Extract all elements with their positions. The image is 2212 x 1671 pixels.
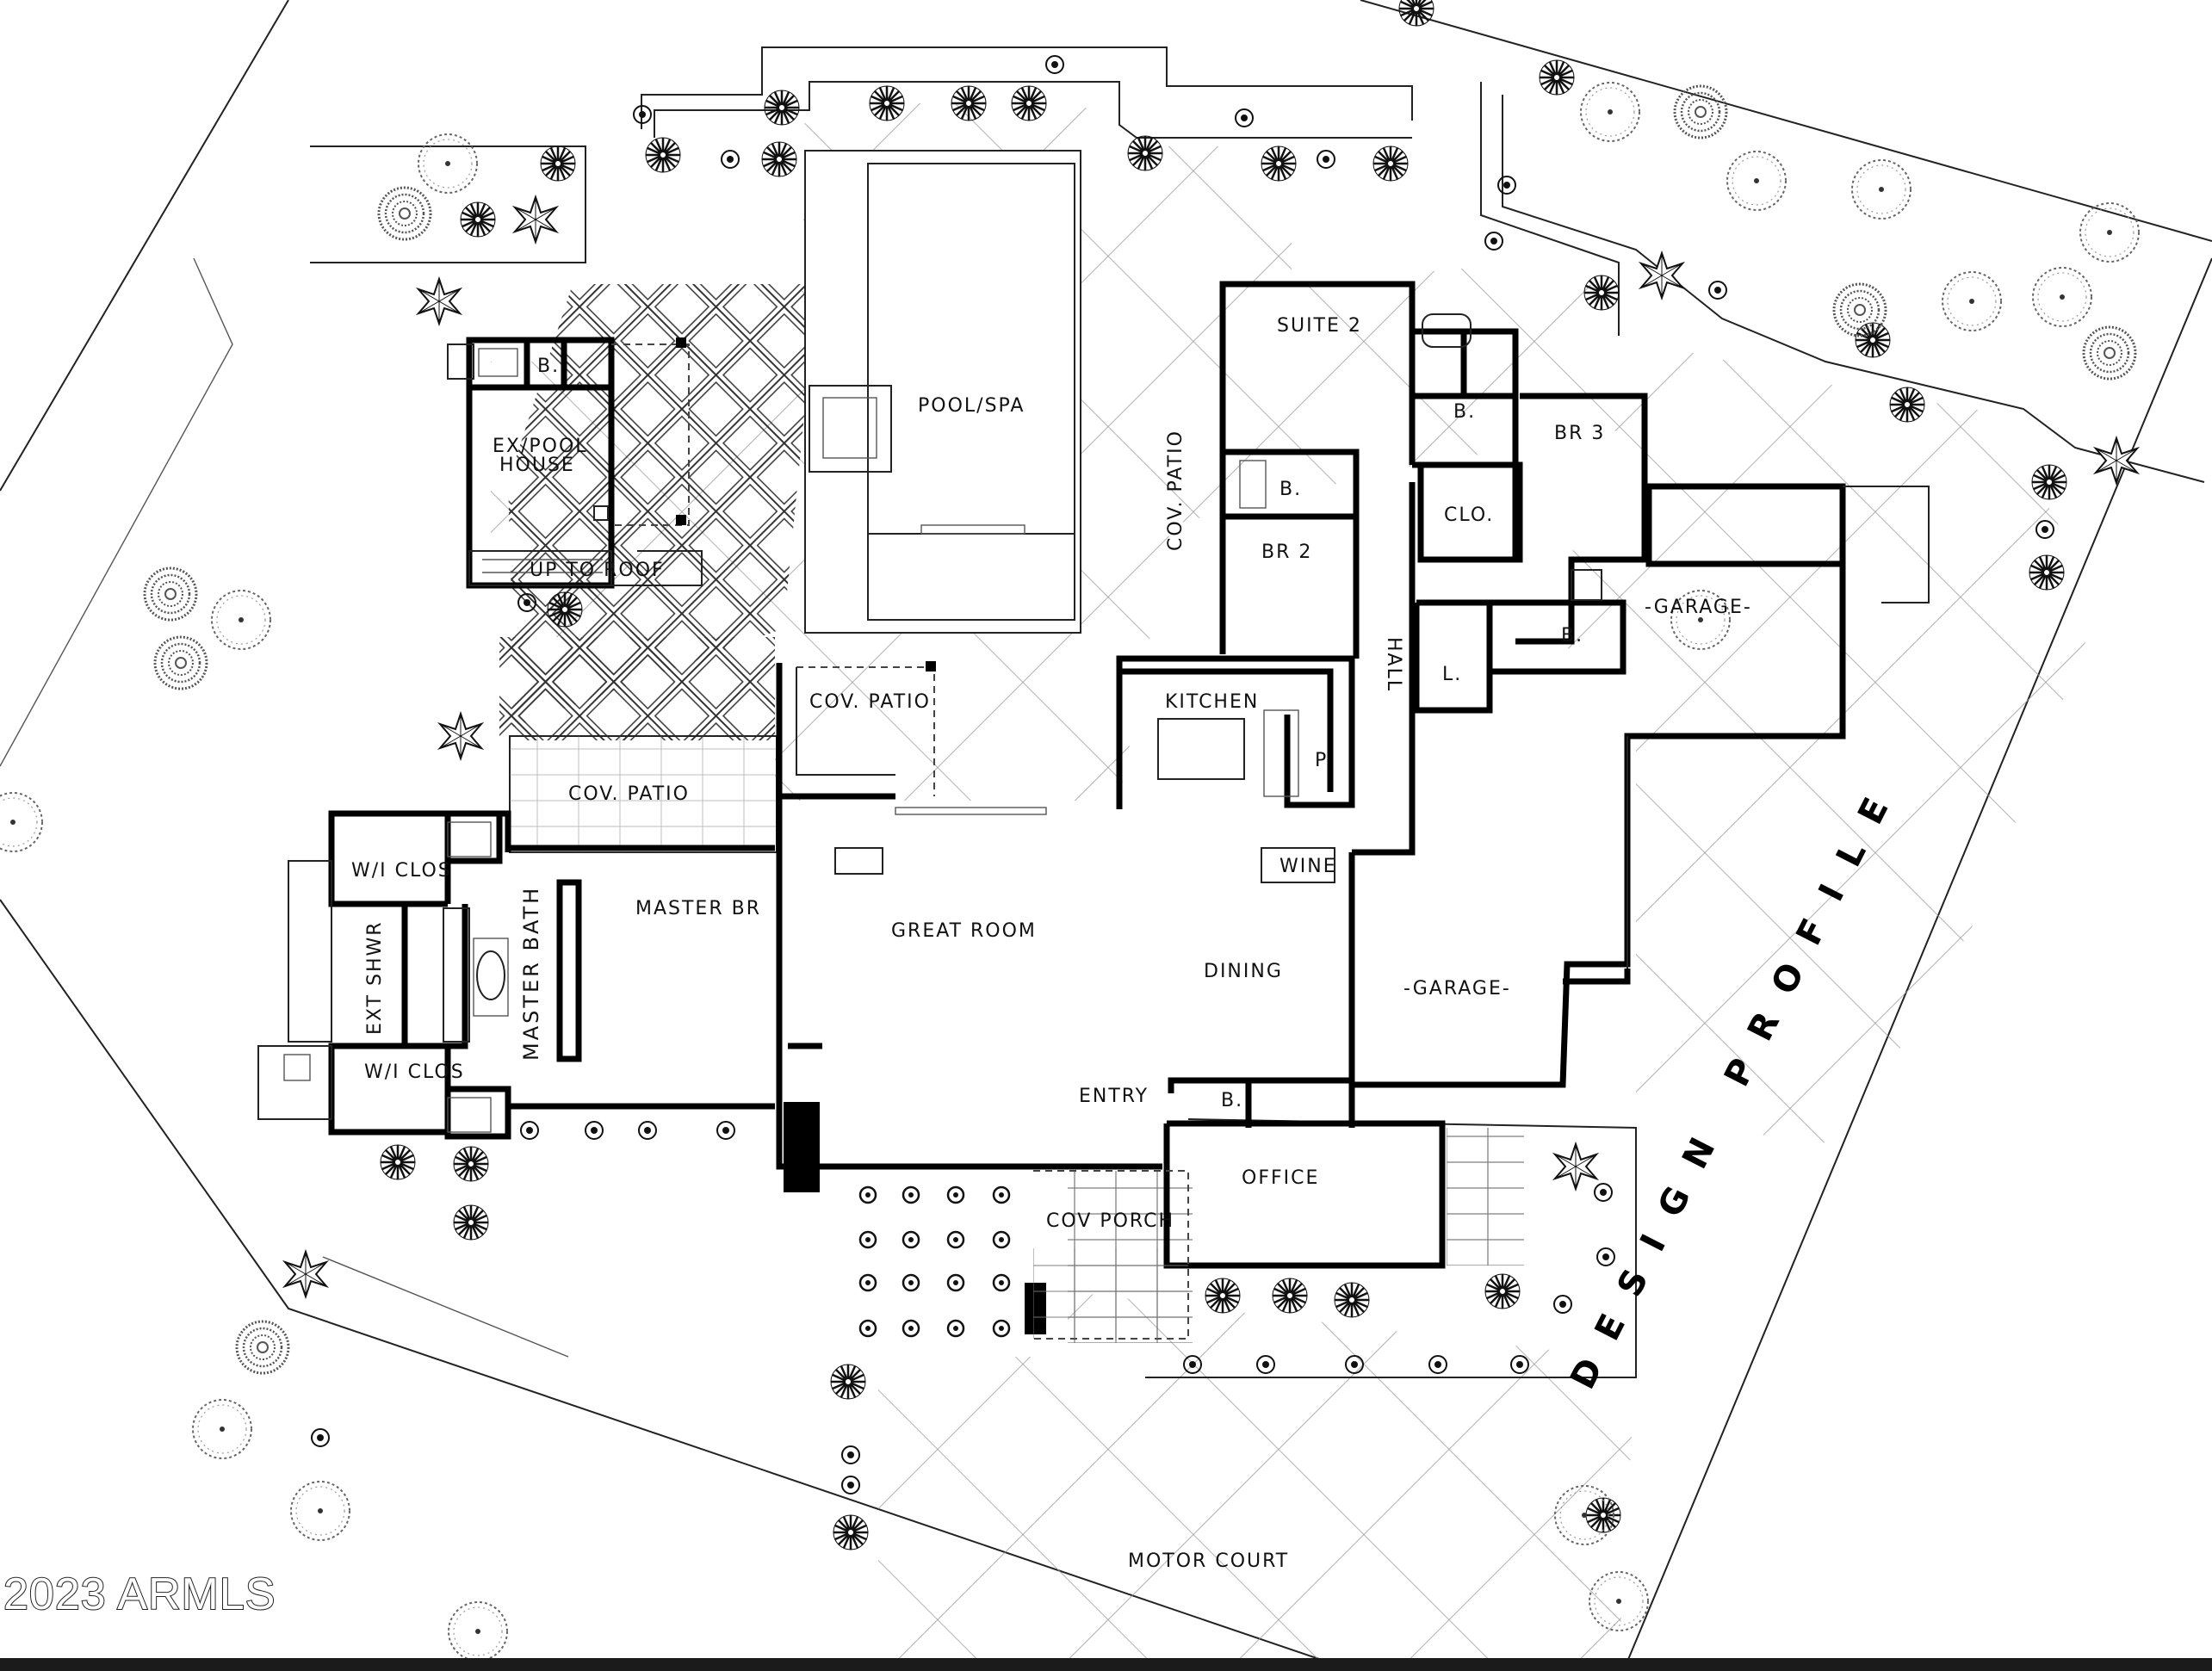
- label-kitchen: KITCHEN: [1165, 691, 1259, 713]
- label-cov-patio-center: COV. PATIO: [809, 691, 931, 713]
- label-cov-porch: COV PORCH: [1046, 1210, 1174, 1232]
- label-up-to-roof: UP TO ROOF: [530, 560, 665, 581]
- main-living-block: [776, 661, 1162, 1192]
- office-block: [1025, 1077, 1446, 1340]
- label-entry: ENTRY: [1079, 1086, 1149, 1107]
- label-clo: CLO.: [1444, 504, 1494, 526]
- label-dining: DINING: [1204, 961, 1283, 982]
- bottom-bar: [0, 1658, 2212, 1671]
- pool-spa: [804, 150, 1081, 634]
- label-great-room: GREAT ROOM: [891, 920, 1037, 942]
- label-master-br: MASTER BR: [635, 898, 761, 919]
- label-garage-south: -GARAGE-: [1403, 978, 1511, 1000]
- label-suite-2: SUITE 2: [1277, 315, 1362, 337]
- label-office: OFFICE: [1242, 1167, 1319, 1189]
- label-hall: HALL: [1383, 637, 1404, 692]
- label-pool-house-2: HOUSE: [499, 455, 575, 476]
- west-covered-patio: [509, 735, 778, 853]
- label-bath-powder: B.: [1221, 1090, 1243, 1111]
- label-bath-br2: B.: [1279, 479, 1302, 500]
- label-pool-house-1: EX/POOL: [493, 436, 588, 457]
- label-laundry: L.: [1442, 664, 1462, 685]
- kitchen-block: [1116, 482, 1416, 1093]
- room-labels: SUITE 2 B. BR 3 B. CLO. BR 2 B. L. HALL …: [351, 315, 1752, 1572]
- label-master-bath: MASTER BATH: [519, 886, 543, 1061]
- label-wi-clos-south: W/I CLOS: [364, 1061, 465, 1083]
- label-wi-clos-north: W/I CLOS: [351, 860, 452, 882]
- label-bath-br3: B.: [1561, 625, 1583, 647]
- label-cov-patio-east: COV. PATIO: [1165, 430, 1187, 551]
- pool-house: [447, 337, 703, 589]
- label-ext-shwr: EXT SHWR: [364, 920, 386, 1035]
- label-cov-patio-west: COV. PATIO: [568, 783, 690, 805]
- label-pantry: P: [1315, 750, 1328, 771]
- label-bath-poolhouse: B.: [537, 356, 560, 377]
- master-suite: [257, 810, 775, 1140]
- label-garage-north: -GARAGE-: [1645, 597, 1752, 618]
- entry-columns: [858, 1185, 1011, 1338]
- garage-block: [1352, 483, 1930, 1088]
- label-wine: WINE: [1279, 856, 1337, 877]
- label-br-2: BR 2: [1261, 542, 1312, 563]
- label-bath-suite: B.: [1453, 401, 1476, 423]
- label-pool-spa: POOL/SPA: [918, 395, 1025, 417]
- label-motor-court: MOTOR COURT: [1128, 1550, 1289, 1572]
- watermark: 2023 ARMLS: [3, 1569, 276, 1620]
- label-br-3: BR 3: [1554, 423, 1605, 444]
